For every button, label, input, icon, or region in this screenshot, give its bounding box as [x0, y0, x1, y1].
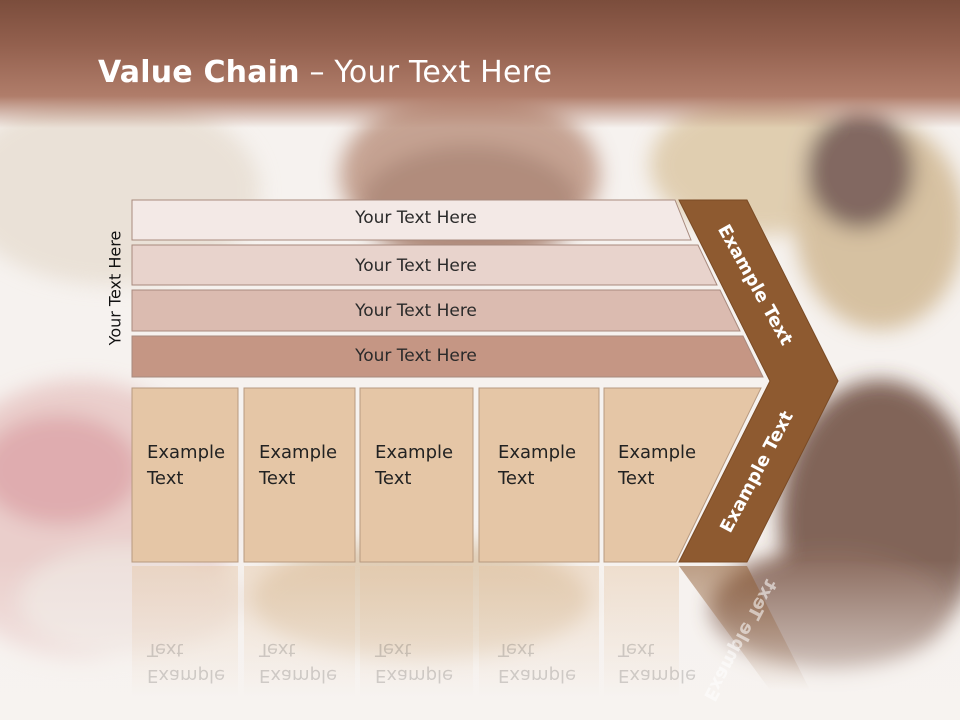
column-label-1-line2: Text [147, 468, 184, 489]
column-label-5-line2: Text [618, 468, 655, 489]
column-box-3 [359, 387, 474, 563]
title-bold: Value Chain [98, 55, 300, 90]
column-reflection-2-line1: Example [259, 665, 338, 686]
chevron-arrow [678, 199, 839, 563]
row-label-4: Your Text Here [355, 346, 477, 366]
column-label-2-line1: Example [259, 442, 338, 463]
row-label-1: Your Text Here [355, 208, 477, 228]
column-box-5 [603, 387, 762, 563]
row-label-3: Your Text Here [355, 301, 477, 321]
column-box-4 [478, 387, 600, 563]
column-reflection-1-line1: Example [147, 665, 226, 686]
column-reflection-3-line2: Text [375, 639, 412, 660]
column-label-4-line1: Example [498, 442, 577, 463]
column-box-1 [131, 387, 239, 563]
column-label-4-line2: Text [498, 468, 535, 489]
column-reflections [132, 566, 679, 696]
header-band [0, 0, 960, 128]
column-box-2 [243, 387, 356, 563]
column-reflection-5-line2: Text [618, 639, 655, 660]
column-reflection-5-line1: Example [618, 665, 697, 686]
column-reflection-4-line1: Example [498, 665, 577, 686]
column-reflection-4: Example Text [498, 636, 576, 688]
page-title: Value Chain – Your Text Here [98, 55, 552, 90]
column-reflection-5: Example Text [618, 636, 696, 688]
column-reflection-2: Example Text [259, 636, 337, 688]
column-label-3-line2: Text [375, 468, 412, 489]
title-rest: – Your Text Here [299, 55, 553, 90]
column-label-1-line1: Example [147, 442, 226, 463]
chevron-reflection [679, 566, 810, 690]
column-reflection-3: Example Text [375, 636, 453, 688]
row-band-3 [131, 289, 741, 332]
row-label-2: Your Text Here [355, 256, 477, 276]
column-reflection-1-line2: Text [147, 639, 184, 660]
row-band-2 [131, 244, 718, 286]
column-label-5-line1: Example [618, 442, 697, 463]
row-band-1 [131, 199, 692, 241]
column-reflection-1: Example Text [147, 636, 225, 688]
column-label-3-line1: Example [375, 442, 454, 463]
column-label-2-line2: Text [259, 468, 296, 489]
column-reflection-2-line2: Text [259, 639, 296, 660]
column-reflection-4-line2: Text [498, 639, 535, 660]
column-reflection-3-line1: Example [375, 665, 454, 686]
row-band-4 [131, 335, 764, 378]
